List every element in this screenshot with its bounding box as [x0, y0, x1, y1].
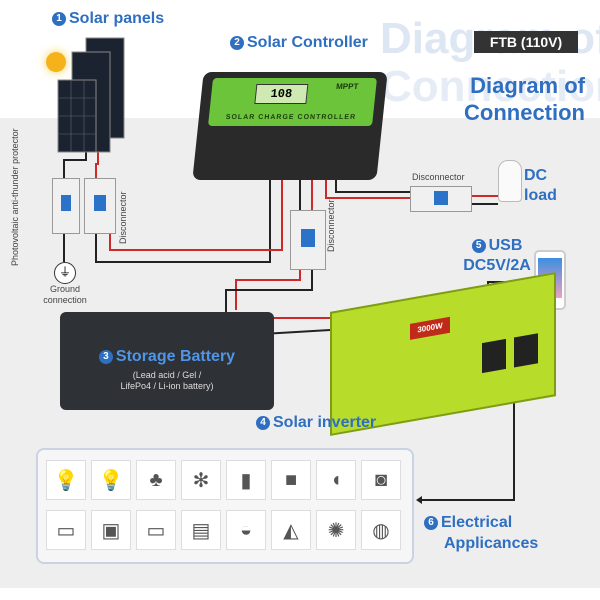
- camcorder-icon: ■: [271, 460, 311, 500]
- rice-cooker-icon: ◒: [226, 510, 266, 550]
- hair-dryer-icon: ◖: [316, 460, 356, 500]
- battery-title: Storage Battery: [115, 348, 236, 365]
- dc-load-bulb-icon: [498, 160, 522, 202]
- appliances-label-line1: Electrical: [441, 514, 513, 531]
- model-badge: FTB (110V): [474, 31, 578, 53]
- pv-protector-breaker: [52, 178, 80, 234]
- number-badge-2: 2: [230, 35, 244, 50]
- controller-brand: MPPT: [335, 82, 359, 91]
- pv-protector-label: Photovoltaic anti-thunder protector: [10, 128, 20, 266]
- kettle-icon: ◍: [361, 510, 401, 550]
- inverter-outlet-1: [482, 338, 506, 374]
- iron-icon: ◭: [271, 510, 311, 550]
- number-badge-3: 3: [98, 349, 113, 364]
- camera-icon: ◙: [361, 460, 401, 500]
- dc-disconnector-breaker: [410, 186, 472, 212]
- desk-fan-icon: ✺: [316, 510, 356, 550]
- number-badge-6: 6: [424, 515, 438, 530]
- solar-panel-array: [57, 37, 125, 153]
- usb-label-line1: USB: [488, 237, 523, 254]
- inverter-title: Solar inverter: [273, 414, 377, 431]
- phone-small-icon: ▮: [226, 460, 266, 500]
- controller-faceplate: 108 MPPT SOLAR CHARGE CONTROLLER: [208, 78, 378, 126]
- battery-disconnector-breaker: [290, 210, 326, 270]
- laptop-icon: ▭: [136, 510, 176, 550]
- appliances-label-line2: Applicances: [444, 535, 539, 552]
- ground-label-line2: connection: [43, 295, 87, 305]
- controller-lcd: 108: [254, 84, 309, 104]
- disconnector-a-holder: Disconnector: [118, 191, 130, 314]
- controller-device-text: SOLAR CHARGE CONTROLLER: [225, 114, 357, 121]
- number-badge-1: 1: [52, 11, 66, 26]
- inverter-outlet-2: [514, 333, 538, 368]
- solar-controller-device: 108 MPPT SOLAR CHARGE CONTROLLER: [192, 72, 388, 180]
- usb-label-line2: DC5V/2A: [463, 257, 531, 274]
- dc-load-label: DC load: [524, 166, 557, 206]
- cfl-bulb-icon: 💡: [46, 460, 86, 500]
- battery-subtitle: (Lead acid / Gel /LifePo4 / Li-ion batte…: [60, 370, 274, 392]
- pv-disconnector-breaker: [84, 178, 116, 234]
- watermark-line2: Connection: [380, 62, 600, 111]
- desktop-pc-icon: ▣: [91, 510, 131, 550]
- disconnector-a-label: Disconnector: [118, 191, 128, 244]
- number-badge-5: 5: [471, 238, 486, 253]
- diagram-title-line2: Connection: [464, 100, 585, 125]
- appliances-panel: 💡 💡 ♣ ✻ ▮ ■ ◖ ◙ ▭ ▣ ▭ ▤ ◒ ◭ ✺ ◍: [36, 448, 414, 564]
- ground-icon: ⏚: [54, 262, 76, 284]
- disconnector-b-label: Disconnector: [326, 199, 336, 252]
- dc-label-line2: load: [524, 187, 557, 204]
- pv-protector-text-holder: Photovoltaic anti-thunder protector: [10, 126, 22, 266]
- diagram-title-line1: Diagram of: [470, 73, 585, 98]
- battery-sub-line2: LifePo4 / Li-ion battery): [120, 381, 214, 391]
- sun-icon: [46, 52, 66, 72]
- inverter-display: 3000W: [410, 316, 450, 340]
- light-bulb-icon: 💡: [91, 460, 131, 500]
- ground-label-line1: Ground: [49, 284, 81, 294]
- solar-panels-title: Solar panels: [69, 10, 165, 27]
- battery-sub-line1: (Lead acid / Gel /: [132, 370, 202, 380]
- disconnector-c-label: Disconnector: [412, 172, 465, 182]
- controller-title: Solar Controller: [247, 34, 368, 51]
- dc-label-line1: DC: [524, 167, 548, 184]
- table-lamp-icon: ♣: [136, 460, 176, 500]
- tv-icon: ▭: [46, 510, 86, 550]
- fan-icon: ✻: [181, 460, 221, 500]
- disconnector-b-holder: Disconnector: [326, 199, 338, 312]
- printer-icon: ▤: [181, 510, 221, 550]
- number-badge-4: 4: [256, 415, 270, 430]
